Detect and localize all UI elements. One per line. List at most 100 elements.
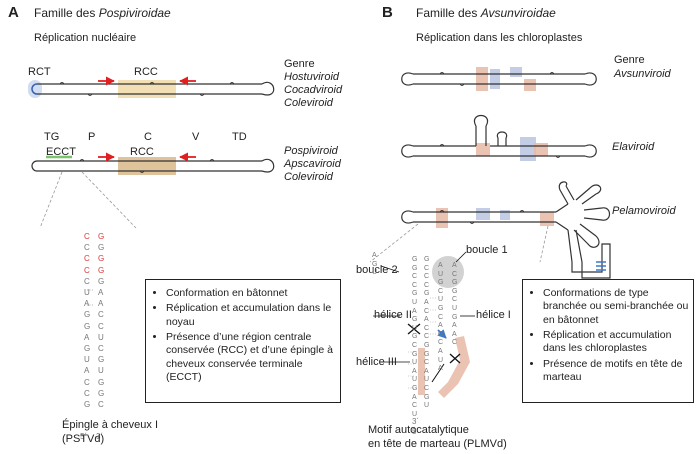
panel-b-bullet-1: Conformations de type branchée ou semi-b…	[543, 287, 693, 327]
motif-nucleotide: C	[424, 324, 430, 332]
rod-top-a	[28, 76, 275, 98]
hairpin-nucleotide: A	[98, 288, 104, 297]
label-v: V	[192, 131, 200, 143]
motif-nucleotide: C	[424, 333, 430, 341]
motif-nucleotide: A	[438, 348, 443, 355]
label-loop-2: boucle 2	[356, 264, 398, 276]
hairpin-nucleotide: G	[84, 310, 91, 320]
genus-pospiviroid: Pospiviroid	[284, 145, 338, 157]
panel-b-family-name: Avsunviroidae	[480, 6, 556, 20]
hairpin-nucleotide: G	[98, 232, 105, 241]
panel-a-family-name: Pospiviroidae	[98, 6, 171, 20]
hairpin-end-3: 3´	[96, 432, 104, 441]
panel-b-replication: Réplication dans les chloroplastes	[416, 32, 583, 44]
motif-nucleotide: A	[412, 393, 417, 401]
genus-coleviroid-1: Coleviroid	[284, 97, 333, 109]
hairpin-nucleotide: U	[84, 355, 90, 365]
motif-nucleotide: C	[424, 281, 430, 289]
hairpin-nucleotide: G	[98, 254, 105, 264]
hairpin-end-5: 5´	[80, 432, 88, 441]
motif-nucleotide: G	[438, 279, 444, 287]
genus-pelamoviroid: Pelamoviroid	[612, 205, 676, 217]
panel-a-bullet-2: Réplication et accumulation dans le noya…	[166, 302, 340, 329]
motif-nucleotide: C	[424, 264, 430, 272]
motif-nucleotide: C	[438, 339, 444, 347]
hairpin-nucleotide: C	[84, 265, 90, 275]
hairpin-nucleotide: G	[98, 243, 105, 253]
hairpin-nucleotide: G	[84, 400, 91, 409]
motif-nucleotide: A	[452, 330, 457, 338]
motif-nucleotide: U	[438, 296, 444, 304]
panel-b-letter: B	[382, 4, 393, 21]
hairpin-nucleotide: C	[98, 310, 104, 320]
motif-nucleotide: G	[438, 330, 444, 338]
hairpin-nucleotide: U	[84, 288, 90, 297]
rod-avsun	[401, 67, 597, 91]
motif-nucleotide: C	[412, 402, 418, 410]
panel-b-family-prefix: Famille des	[416, 6, 481, 20]
hairpin-nucleotide: A	[84, 332, 90, 342]
motif-nucleotide: G	[412, 256, 418, 263]
motif-nucleotide: G	[372, 260, 378, 268]
label-helix-2: hélice II	[374, 309, 412, 321]
motif-nucleotide: G	[412, 264, 418, 272]
rcc-highlight-bottom	[118, 157, 176, 175]
label-helix-1: hélice I	[476, 309, 511, 321]
hairpin-nucleotide: A	[84, 366, 90, 376]
motif-nucleotide: C	[424, 307, 430, 315]
motif-nucleotide: A	[412, 367, 417, 375]
motif-caption-1: Motif autocatalytique	[368, 424, 469, 436]
label-tg: TG	[44, 131, 60, 143]
hairpin-nucleotide: G	[98, 388, 105, 398]
hairpin-nucleotide: G	[84, 321, 91, 331]
hammerhead-motif	[373, 251, 475, 398]
motif-nucleotide: U	[438, 356, 444, 364]
hairpin-nucleotide: G	[98, 265, 105, 275]
motif-nucleotide: U	[412, 299, 418, 306]
hairpin-nucleotide: U	[98, 366, 104, 376]
hairpin-pairs	[87, 289, 94, 306]
motif-nucleotide: C	[412, 281, 418, 289]
label-rct: RCT	[28, 66, 51, 78]
motif-nucleotide: U	[372, 269, 378, 277]
motif-end-3: 3´	[412, 417, 420, 426]
motif-nucleotide: A	[412, 307, 417, 315]
motif-nucleotide: A	[438, 365, 443, 373]
rcc-highlight-top	[118, 80, 176, 98]
label-ecct: ECCT	[46, 146, 76, 158]
rod-ela	[401, 114, 597, 161]
motif-end-5: 5´	[412, 427, 420, 436]
motif-nucleotide: G	[452, 313, 458, 321]
motif-nucleotide: U	[412, 324, 418, 332]
hairpin-nucleotide: A	[84, 299, 90, 309]
panel-a-family-prefix: Famille des	[34, 6, 99, 20]
genus-elaviroid: Elaviroid	[612, 141, 655, 153]
hairpin-caption-2: (PSTVd)	[62, 433, 105, 445]
motif-nucleotide: G	[452, 287, 458, 295]
label-c: C	[144, 131, 152, 143]
motif-nucleotide: A	[452, 322, 457, 330]
panel-b-family: Famille des Avsunviroidae	[416, 6, 556, 21]
genus-apscaviroid: Apscaviroid	[284, 158, 341, 170]
motif-nucleotide: G	[412, 385, 418, 392]
motif-nucleotide: C	[412, 342, 418, 349]
hairpin-nucleotide: C	[84, 377, 90, 387]
panel-a-bullet-1: Conformation en bâtonnet	[166, 287, 340, 300]
genus-coleviroid-2: Coleviroid	[284, 171, 333, 183]
panel-a-bullets: Conformation en bâtonnet Réplication et …	[146, 287, 340, 384]
panel-a-replication: Réplication nucléaire	[34, 32, 137, 44]
motif-nucleotide: G	[424, 350, 430, 358]
hairpin-nucleotide: C	[84, 232, 90, 241]
rod-bottom-a	[31, 152, 275, 229]
panel-b-bullet-3: Présence de motifs en tête de marteau	[543, 358, 693, 385]
motif-nucleotide: C	[438, 313, 444, 321]
panel-a-features-box: Conformation en bâtonnet Réplication et …	[145, 279, 341, 403]
panel-a-genre-label: Genre	[284, 58, 315, 70]
label-loop-1: boucle 1	[466, 244, 508, 256]
motif-nucleotide: C	[452, 296, 458, 304]
motif-nucleotide: U	[412, 410, 418, 418]
motif-nucleotide: U	[424, 376, 430, 384]
motif-nucleotide: U	[438, 270, 444, 278]
motif-nucleotide: C	[452, 270, 458, 278]
